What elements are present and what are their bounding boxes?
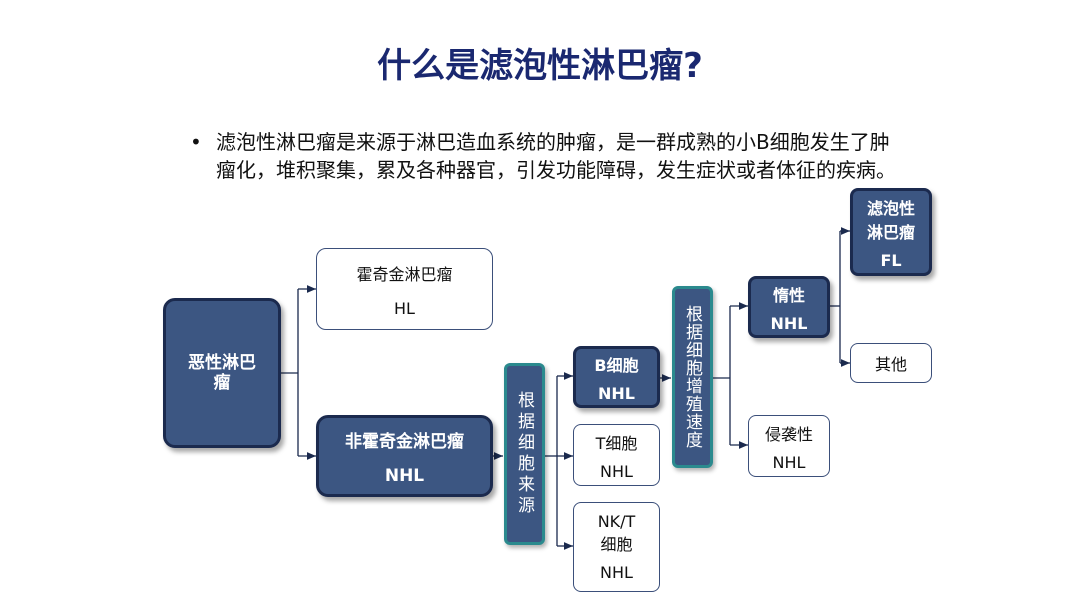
node-indolent-abbr: NHL — [770, 313, 808, 333]
node-indolent-name: 惰性 — [772, 285, 805, 305]
node-malignant-line2: 瘤 — [213, 373, 231, 393]
node-indolent: 惰性 NHL — [748, 276, 830, 338]
node-hodgkin-name: 霍奇金淋巴瘤 — [356, 264, 453, 284]
node-by-proliferation-speed-label: 根据细胞增殖速度 — [682, 305, 702, 449]
node-nkt-cell-abbr: NHL — [600, 563, 633, 582]
node-follicular-lymphoma: 滤泡性 淋巴瘤 FL — [850, 188, 932, 276]
node-aggressive-name: 侵袭性 — [764, 424, 813, 444]
node-by-cell-origin: 根据细胞来源 — [504, 363, 545, 545]
node-non-hodgkin-name: 非霍奇金淋巴瘤 — [345, 431, 464, 452]
node-other: 其他 — [850, 343, 932, 383]
node-t-cell-name: T细胞 — [595, 433, 638, 453]
node-by-cell-origin-label: 根据细胞来源 — [514, 391, 534, 517]
bullet-marker: • — [190, 130, 202, 154]
node-hodgkin: 霍奇金淋巴瘤 HL — [316, 248, 493, 330]
node-non-hodgkin-abbr: NHL — [384, 465, 425, 486]
node-b-cell: B细胞 NHL — [573, 346, 660, 408]
node-fl-abbr: FL — [880, 250, 902, 270]
node-malignant-line1: 恶性淋巴 — [188, 353, 256, 373]
node-by-proliferation-speed: 根据细胞增殖速度 — [672, 286, 713, 468]
node-nkt-cell-line2: 细胞 — [600, 535, 633, 554]
bullet-text: 滤泡性淋巴瘤是来源于淋巴造血系统的肿瘤，是一群成熟的小B细胞发生了肿瘤化，堆积聚… — [216, 130, 896, 182]
node-hodgkin-abbr: HL — [394, 298, 415, 318]
node-t-cell-abbr: NHL — [600, 461, 633, 481]
node-b-cell-abbr: NHL — [598, 383, 635, 403]
node-aggressive-abbr: NHL — [772, 452, 806, 472]
node-nkt-cell: NK/T 细胞 NHL — [573, 502, 660, 592]
node-t-cell: T细胞 NHL — [573, 424, 660, 486]
node-aggressive: 侵袭性 NHL — [748, 415, 830, 477]
node-fl-line2: 淋巴瘤 — [866, 222, 915, 242]
node-malignant-lymphoma: 恶性淋巴 瘤 — [163, 298, 281, 448]
node-fl-line1: 滤泡性 — [866, 198, 915, 218]
node-b-cell-name: B细胞 — [594, 355, 639, 375]
node-other-label: 其他 — [874, 355, 907, 374]
node-non-hodgkin: 非霍奇金淋巴瘤 NHL — [316, 415, 493, 497]
node-nkt-cell-line1: NK/T — [597, 512, 636, 531]
page-title: 什么是滤泡性淋巴瘤? — [377, 46, 703, 86]
